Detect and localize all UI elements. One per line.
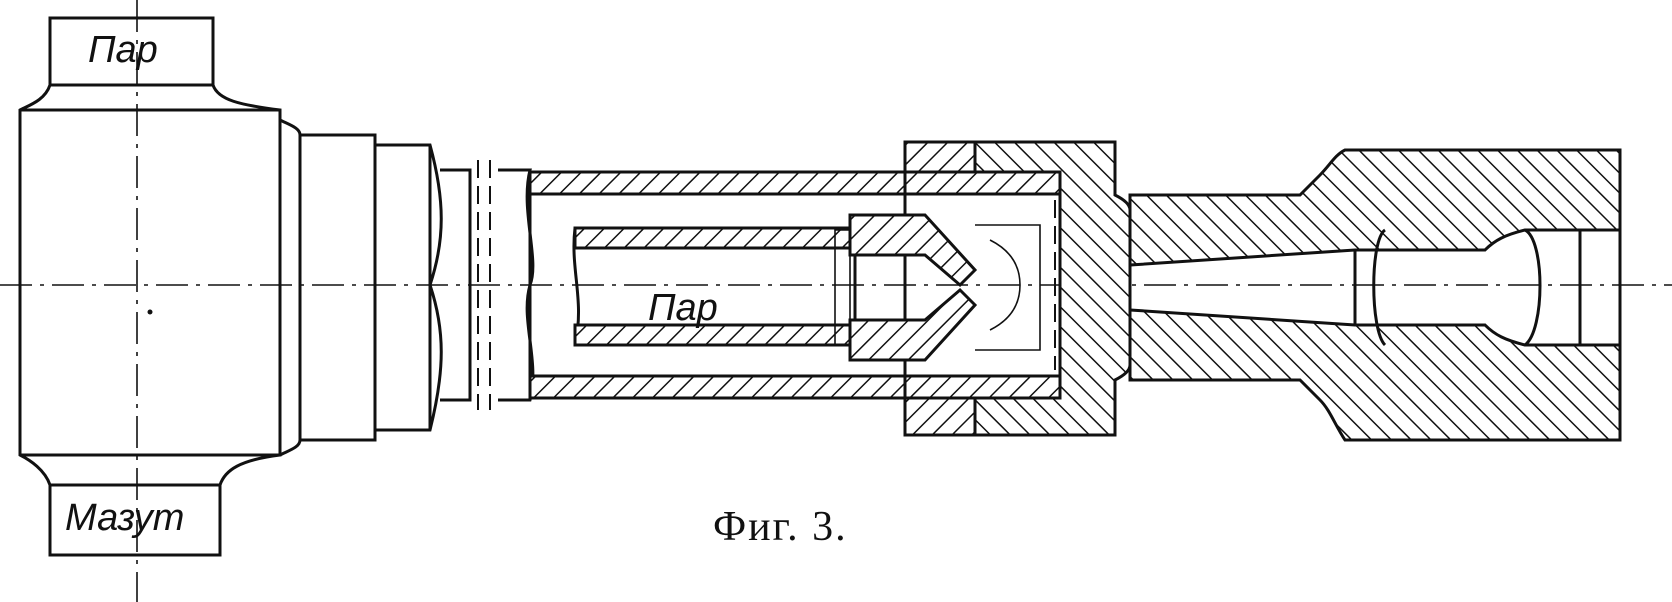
steam-top-label: Пар: [88, 29, 158, 71]
hex-nut: [373, 143, 472, 432]
figure-caption: Фиг. 3.: [713, 504, 848, 550]
steam-inner-label: Пар: [648, 287, 718, 329]
nozzle-insert: [834, 200, 1056, 370]
left-body: [18, 16, 377, 557]
diffuser-body: [1128, 148, 1622, 442]
outer-pipe: [477, 160, 1072, 410]
fuel-oil-label: Мазут: [65, 497, 184, 539]
union-coupling: [903, 140, 1132, 437]
